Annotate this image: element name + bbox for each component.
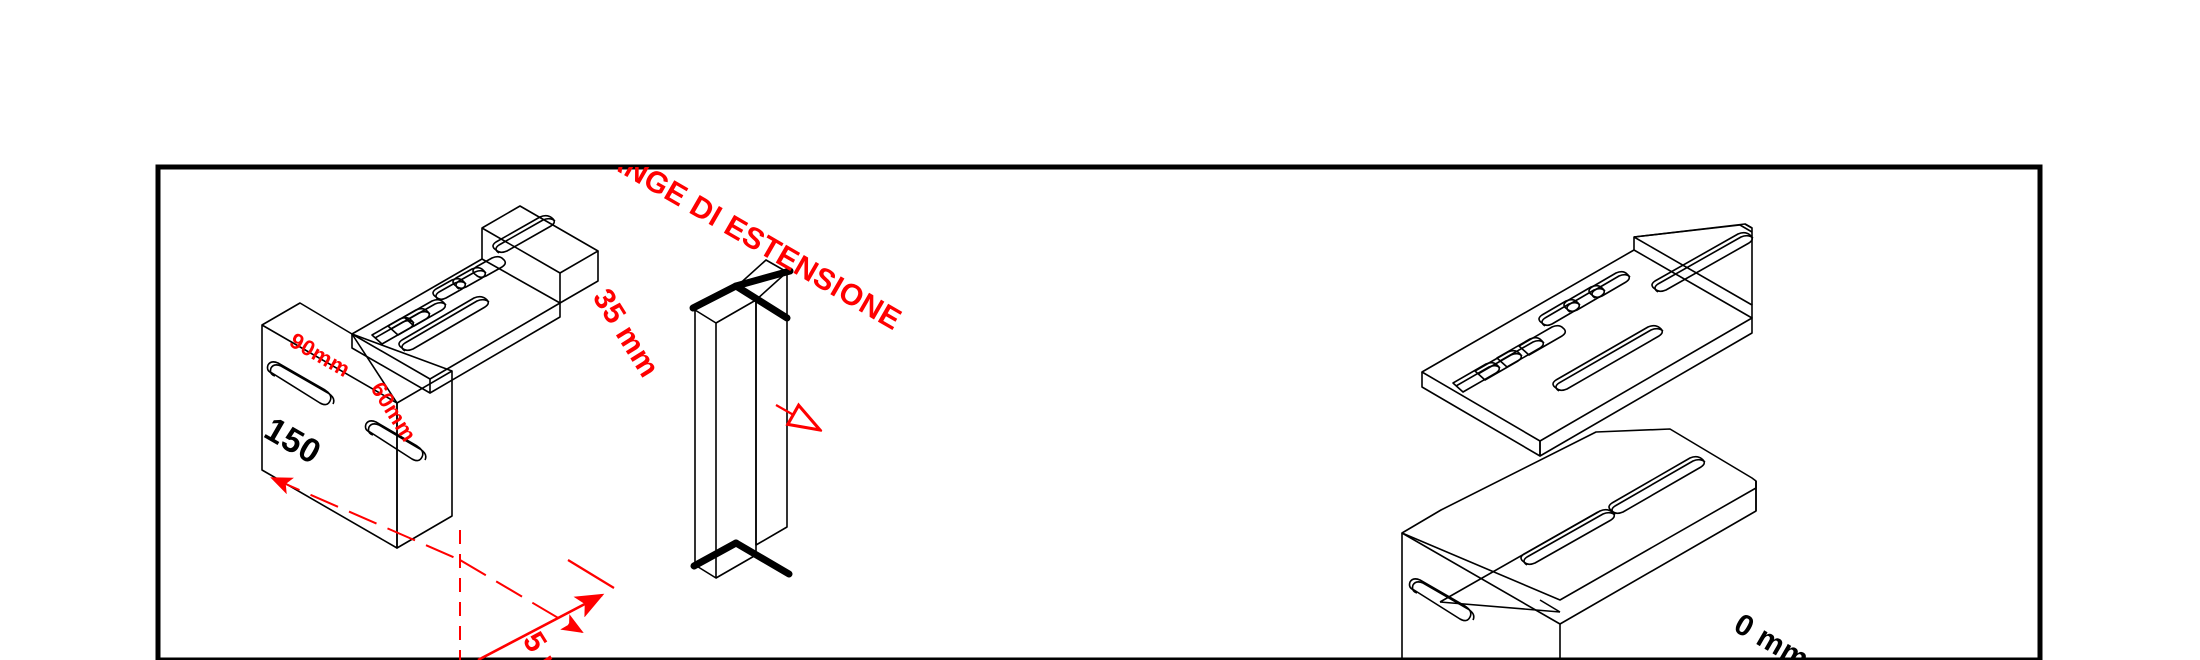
dimension-5mm-bottom: 5 mm — [516, 626, 587, 660]
extension-range-note: RANGE DI ESTENSIONE — [581, 129, 907, 337]
dimension-35mm: 35 mm — [586, 283, 666, 383]
left-assembly-bracket — [261, 205, 599, 549]
label-150: 150 — [258, 410, 327, 472]
right-upper-bracket — [1421, 223, 1754, 457]
drawing-border — [155, 164, 2043, 660]
dimension-line-5mm — [477, 593, 605, 660]
dimension-line-60mm — [459, 559, 584, 634]
dimension-lines — [270, 405, 820, 660]
leader-35mm — [775, 405, 820, 430]
dimension-60mm: 60mm — [366, 377, 422, 446]
label-mm-right: 0 mm — [1729, 607, 1815, 660]
dimension-line-5mm-b — [567, 559, 615, 589]
dimension-line-90mm — [270, 477, 461, 561]
channel-highlight-edges — [689, 267, 794, 578]
right-lower-bracket — [1401, 428, 1757, 660]
